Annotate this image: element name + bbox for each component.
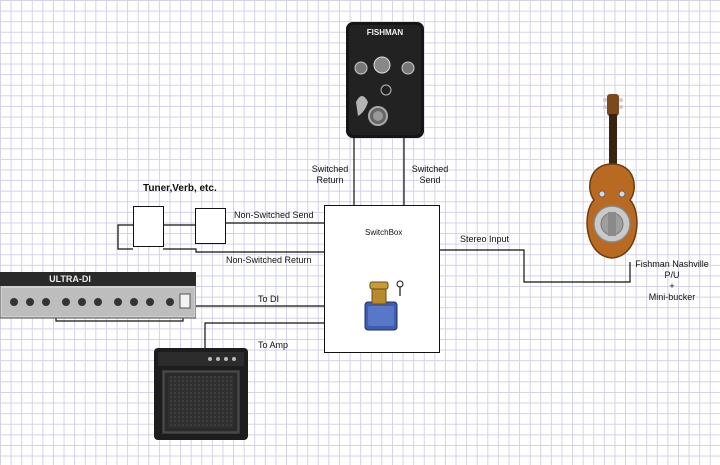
pickup-line-1: Fishman Nashville (635, 259, 709, 269)
switched-send-line-2: Send (419, 175, 441, 185)
di-brand: ULTRA-DI (49, 274, 91, 284)
switchbox: SwitchBox (324, 205, 440, 353)
switched-return-label: Switched Return (305, 164, 355, 186)
switched-send-line-1: Switched (411, 164, 449, 174)
preamp-brand: FISHMAN (367, 28, 404, 37)
guitar-amp-image (154, 348, 248, 440)
fishman-preamp-image: FISHMAN (346, 22, 424, 138)
pickup-line-2: P/U (664, 270, 680, 280)
to-amp-label: To Amp (258, 340, 289, 350)
resonator-guitar-image (586, 94, 638, 259)
switchbox-label: SwitchBox (365, 228, 403, 237)
non-switched-return-cable (163, 248, 324, 253)
non-switched-return-label: Non-Switched Return (226, 255, 312, 265)
footswitch-icon (364, 280, 404, 331)
stereo-input-cable (440, 249, 631, 283)
stereo-input-label: Stereo Input (460, 234, 510, 244)
to-amp-cable (204, 322, 324, 348)
non-switched-send-cable (163, 222, 324, 226)
effects-box-1 (133, 206, 164, 247)
switched-return-line-1: Switched (311, 164, 349, 174)
non-switched-send-label: Non-Switched Send (234, 210, 314, 220)
pickup-line-4: Mini-bucker (648, 292, 696, 302)
pickup-line-3: + (669, 281, 675, 291)
to-di-label: To DI (258, 294, 280, 304)
pickup-label: Fishman Nashville P/U + Mini-bucker (624, 259, 720, 303)
switched-send-label: Switched Send (405, 164, 455, 186)
effects-group-label: Tuner,Verb, etc. (143, 183, 217, 194)
effects-box-2 (195, 208, 226, 244)
effects-link-cable (117, 224, 133, 250)
to-di-cable (55, 305, 324, 322)
switched-return-line-2: Return (316, 175, 344, 185)
di-rack-unit-image: ULTRA-DI (0, 272, 196, 319)
